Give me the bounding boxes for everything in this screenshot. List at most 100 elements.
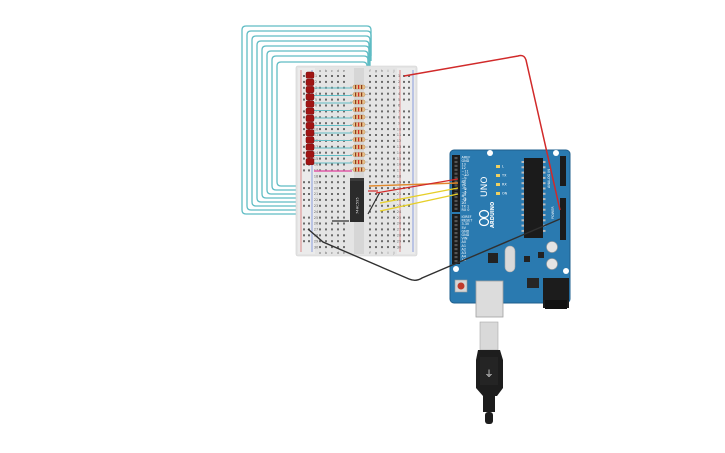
led[interactable] [305, 114, 315, 122]
breadboard-hole[interactable] [369, 175, 371, 178]
resistor[interactable] [350, 137, 368, 142]
rail-hole[interactable] [408, 187, 410, 190]
breadboard-hole[interactable] [381, 169, 383, 172]
breadboard-hole[interactable] [369, 210, 371, 213]
resistor[interactable] [350, 129, 368, 135]
breadboard-hole[interactable] [375, 145, 377, 148]
breadboard-hole[interactable] [381, 181, 383, 184]
breadboard-hole[interactable] [393, 216, 395, 219]
breadboard-hole[interactable] [381, 104, 383, 107]
breadboard-hole[interactable] [337, 181, 339, 184]
breadboard-hole[interactable] [387, 128, 389, 131]
breadboard-hole[interactable] [319, 75, 321, 77]
breadboard-hole[interactable] [331, 216, 333, 219]
breadboard-hole[interactable] [319, 92, 321, 95]
rail-hole[interactable] [303, 128, 305, 131]
breadboard-hole[interactable] [369, 234, 371, 237]
rail-hole[interactable] [403, 216, 405, 219]
rail-hole[interactable] [308, 222, 310, 225]
breadboard-hole[interactable] [369, 240, 371, 243]
breadboard-hole[interactable] [369, 193, 371, 195]
header-pin[interactable] [454, 160, 458, 164]
led[interactable] [305, 143, 315, 151]
header-pin[interactable] [454, 196, 458, 199]
breadboard-hole[interactable] [343, 98, 345, 101]
breadboard-hole[interactable] [375, 193, 377, 195]
breadboard-hole[interactable] [325, 240, 327, 243]
breadboard-hole[interactable] [337, 210, 339, 213]
usb-port[interactable] [475, 280, 504, 318]
loop-wire[interactable] [266, 50, 369, 195]
breadboard-hole[interactable] [325, 193, 327, 195]
loop-wire[interactable] [271, 55, 369, 191]
breadboard-hole[interactable] [375, 98, 377, 101]
breadboard-hole[interactable] [343, 216, 345, 219]
header-pin[interactable] [454, 260, 458, 263]
breadboard-hole[interactable] [331, 110, 333, 113]
rail-hole[interactable] [303, 92, 305, 95]
rail-hole[interactable] [403, 134, 405, 136]
breadboard-hole[interactable] [369, 98, 371, 101]
loop-wire[interactable] [256, 40, 370, 203]
breadboard-hole[interactable] [325, 204, 327, 207]
resistor[interactable] [350, 122, 368, 127]
breadboard-hole[interactable] [381, 204, 383, 207]
header-pin[interactable] [454, 220, 458, 223]
oe-jumper-wire[interactable] [367, 191, 381, 215]
breadboard-hole[interactable] [375, 134, 377, 136]
breadboard-hole[interactable] [393, 75, 395, 77]
rail-hole[interactable] [308, 216, 310, 219]
breadboard-hole[interactable] [319, 145, 321, 148]
breadboard-hole[interactable] [381, 187, 383, 190]
breadboard-hole[interactable] [393, 80, 395, 83]
orange-signal-wire[interactable] [368, 182, 459, 187]
led-to-resistor-jumpers[interactable] [314, 87, 352, 164]
rail-hole[interactable] [403, 193, 405, 195]
rail-hole[interactable] [403, 163, 405, 166]
breadboard-hole[interactable] [381, 139, 383, 142]
right-header-bottom[interactable] [560, 198, 566, 240]
rail-hole[interactable] [303, 234, 305, 237]
breadboard-hole[interactable] [393, 86, 395, 89]
breadboard-hole[interactable] [393, 246, 395, 249]
breadboard-hole[interactable] [387, 234, 389, 237]
rail-hole[interactable] [408, 228, 410, 231]
led[interactable] [305, 158, 315, 166]
breadboard-hole[interactable] [331, 134, 333, 136]
breadboard-hole[interactable] [381, 92, 383, 95]
breadboard-hole[interactable] [325, 128, 327, 131]
breadboard-hole[interactable] [381, 98, 383, 101]
breadboard-hole[interactable] [343, 246, 345, 249]
breadboard-hole[interactable] [381, 216, 383, 219]
breadboard-hole[interactable] [387, 157, 389, 160]
breadboard-hole[interactable] [343, 116, 345, 119]
breadboard-hole[interactable] [319, 157, 321, 160]
breadboard-hole[interactable] [375, 228, 377, 231]
rail-hole[interactable] [303, 134, 305, 136]
rail-hole[interactable] [403, 145, 405, 148]
breadboard-hole[interactable] [331, 163, 333, 166]
breadboard-hole[interactable] [319, 222, 321, 225]
breadboard-hole[interactable] [337, 198, 339, 201]
rail-hole[interactable] [303, 187, 305, 190]
breadboard-hole[interactable] [369, 163, 371, 166]
breadboard-hole[interactable] [343, 145, 345, 148]
breadboard-hole[interactable] [337, 175, 339, 178]
rail-hole[interactable] [303, 75, 305, 77]
breadboard-hole[interactable] [331, 92, 333, 95]
breadboard-hole[interactable] [343, 128, 345, 131]
header-pin[interactable] [454, 164, 458, 167]
rail-hole[interactable] [403, 234, 405, 237]
loop-wire[interactable] [246, 30, 372, 211]
rail-hole[interactable] [403, 222, 405, 225]
header-pin[interactable] [454, 207, 458, 210]
breadboard-hole[interactable] [387, 75, 389, 77]
breadboard-hole[interactable] [387, 98, 389, 101]
rail-hole[interactable] [303, 222, 305, 225]
rail-hole[interactable] [408, 75, 410, 77]
breadboard-hole[interactable] [325, 187, 327, 190]
breadboard-hole[interactable] [319, 163, 321, 166]
breadboard-hole[interactable] [331, 193, 333, 195]
breadboard-hole[interactable] [337, 246, 339, 249]
breadboard-hole[interactable] [393, 169, 395, 172]
